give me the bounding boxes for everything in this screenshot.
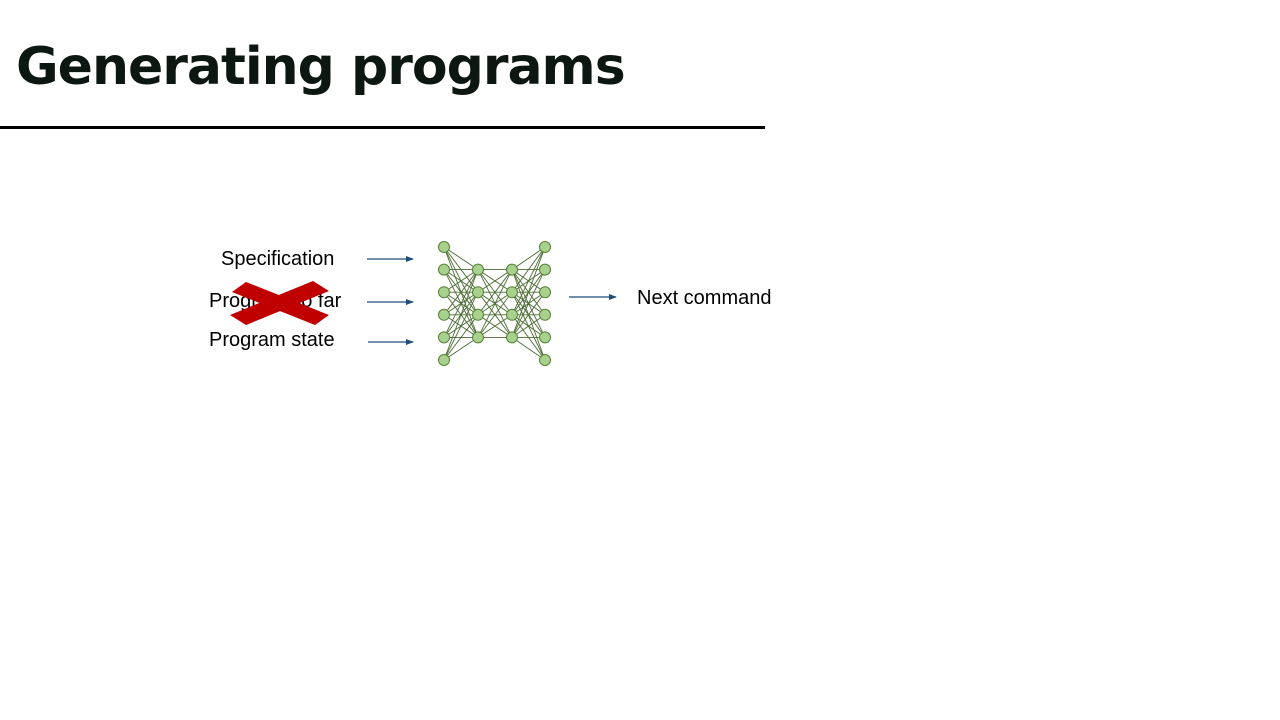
network-node	[438, 354, 450, 366]
network-edge	[443, 246, 479, 270]
network-node	[539, 354, 551, 366]
network-edge	[511, 246, 546, 315]
network-node	[472, 331, 484, 344]
title-underline	[0, 126, 765, 129]
network-edge	[443, 269, 479, 361]
network-node	[506, 263, 518, 276]
network-edge	[477, 314, 513, 338]
network-edge	[477, 269, 513, 316]
network-edge	[511, 337, 546, 361]
network-node	[539, 308, 551, 321]
network-node	[438, 286, 450, 299]
network-edge	[443, 337, 479, 361]
network-edge	[443, 269, 479, 293]
network-edge	[477, 269, 513, 338]
input-label-program-state: Program state	[209, 329, 335, 351]
network-node	[539, 331, 551, 344]
network-edge	[443, 269, 479, 338]
network-node	[506, 308, 518, 321]
network-node	[438, 331, 450, 344]
network-node	[539, 286, 551, 299]
network-node	[438, 308, 450, 321]
network-node	[539, 263, 551, 276]
network-edge	[477, 291, 513, 338]
network-edge	[511, 246, 546, 270]
network-edge	[511, 246, 546, 293]
output-label-next-command: Next command	[637, 287, 772, 309]
strikeout-cross-icon	[230, 281, 329, 325]
network-node	[472, 263, 484, 276]
network-node	[438, 241, 450, 253]
network-edge	[511, 314, 546, 338]
network-nodes	[438, 241, 551, 366]
network-node	[506, 286, 518, 299]
network-node	[472, 308, 484, 321]
network-edge	[443, 314, 479, 361]
network-node	[539, 241, 551, 253]
network-node	[506, 331, 518, 344]
network-node	[472, 286, 484, 299]
network-edge	[511, 246, 546, 338]
network-edge	[511, 291, 546, 338]
network-edge	[511, 269, 546, 338]
input-label-specification: Specification	[221, 248, 335, 270]
network-edges	[443, 246, 546, 361]
network-edge	[443, 269, 479, 316]
network-node	[438, 263, 450, 276]
slide-title: Generating programs	[16, 37, 626, 97]
network-edge	[443, 291, 479, 361]
network-edge	[477, 269, 513, 293]
